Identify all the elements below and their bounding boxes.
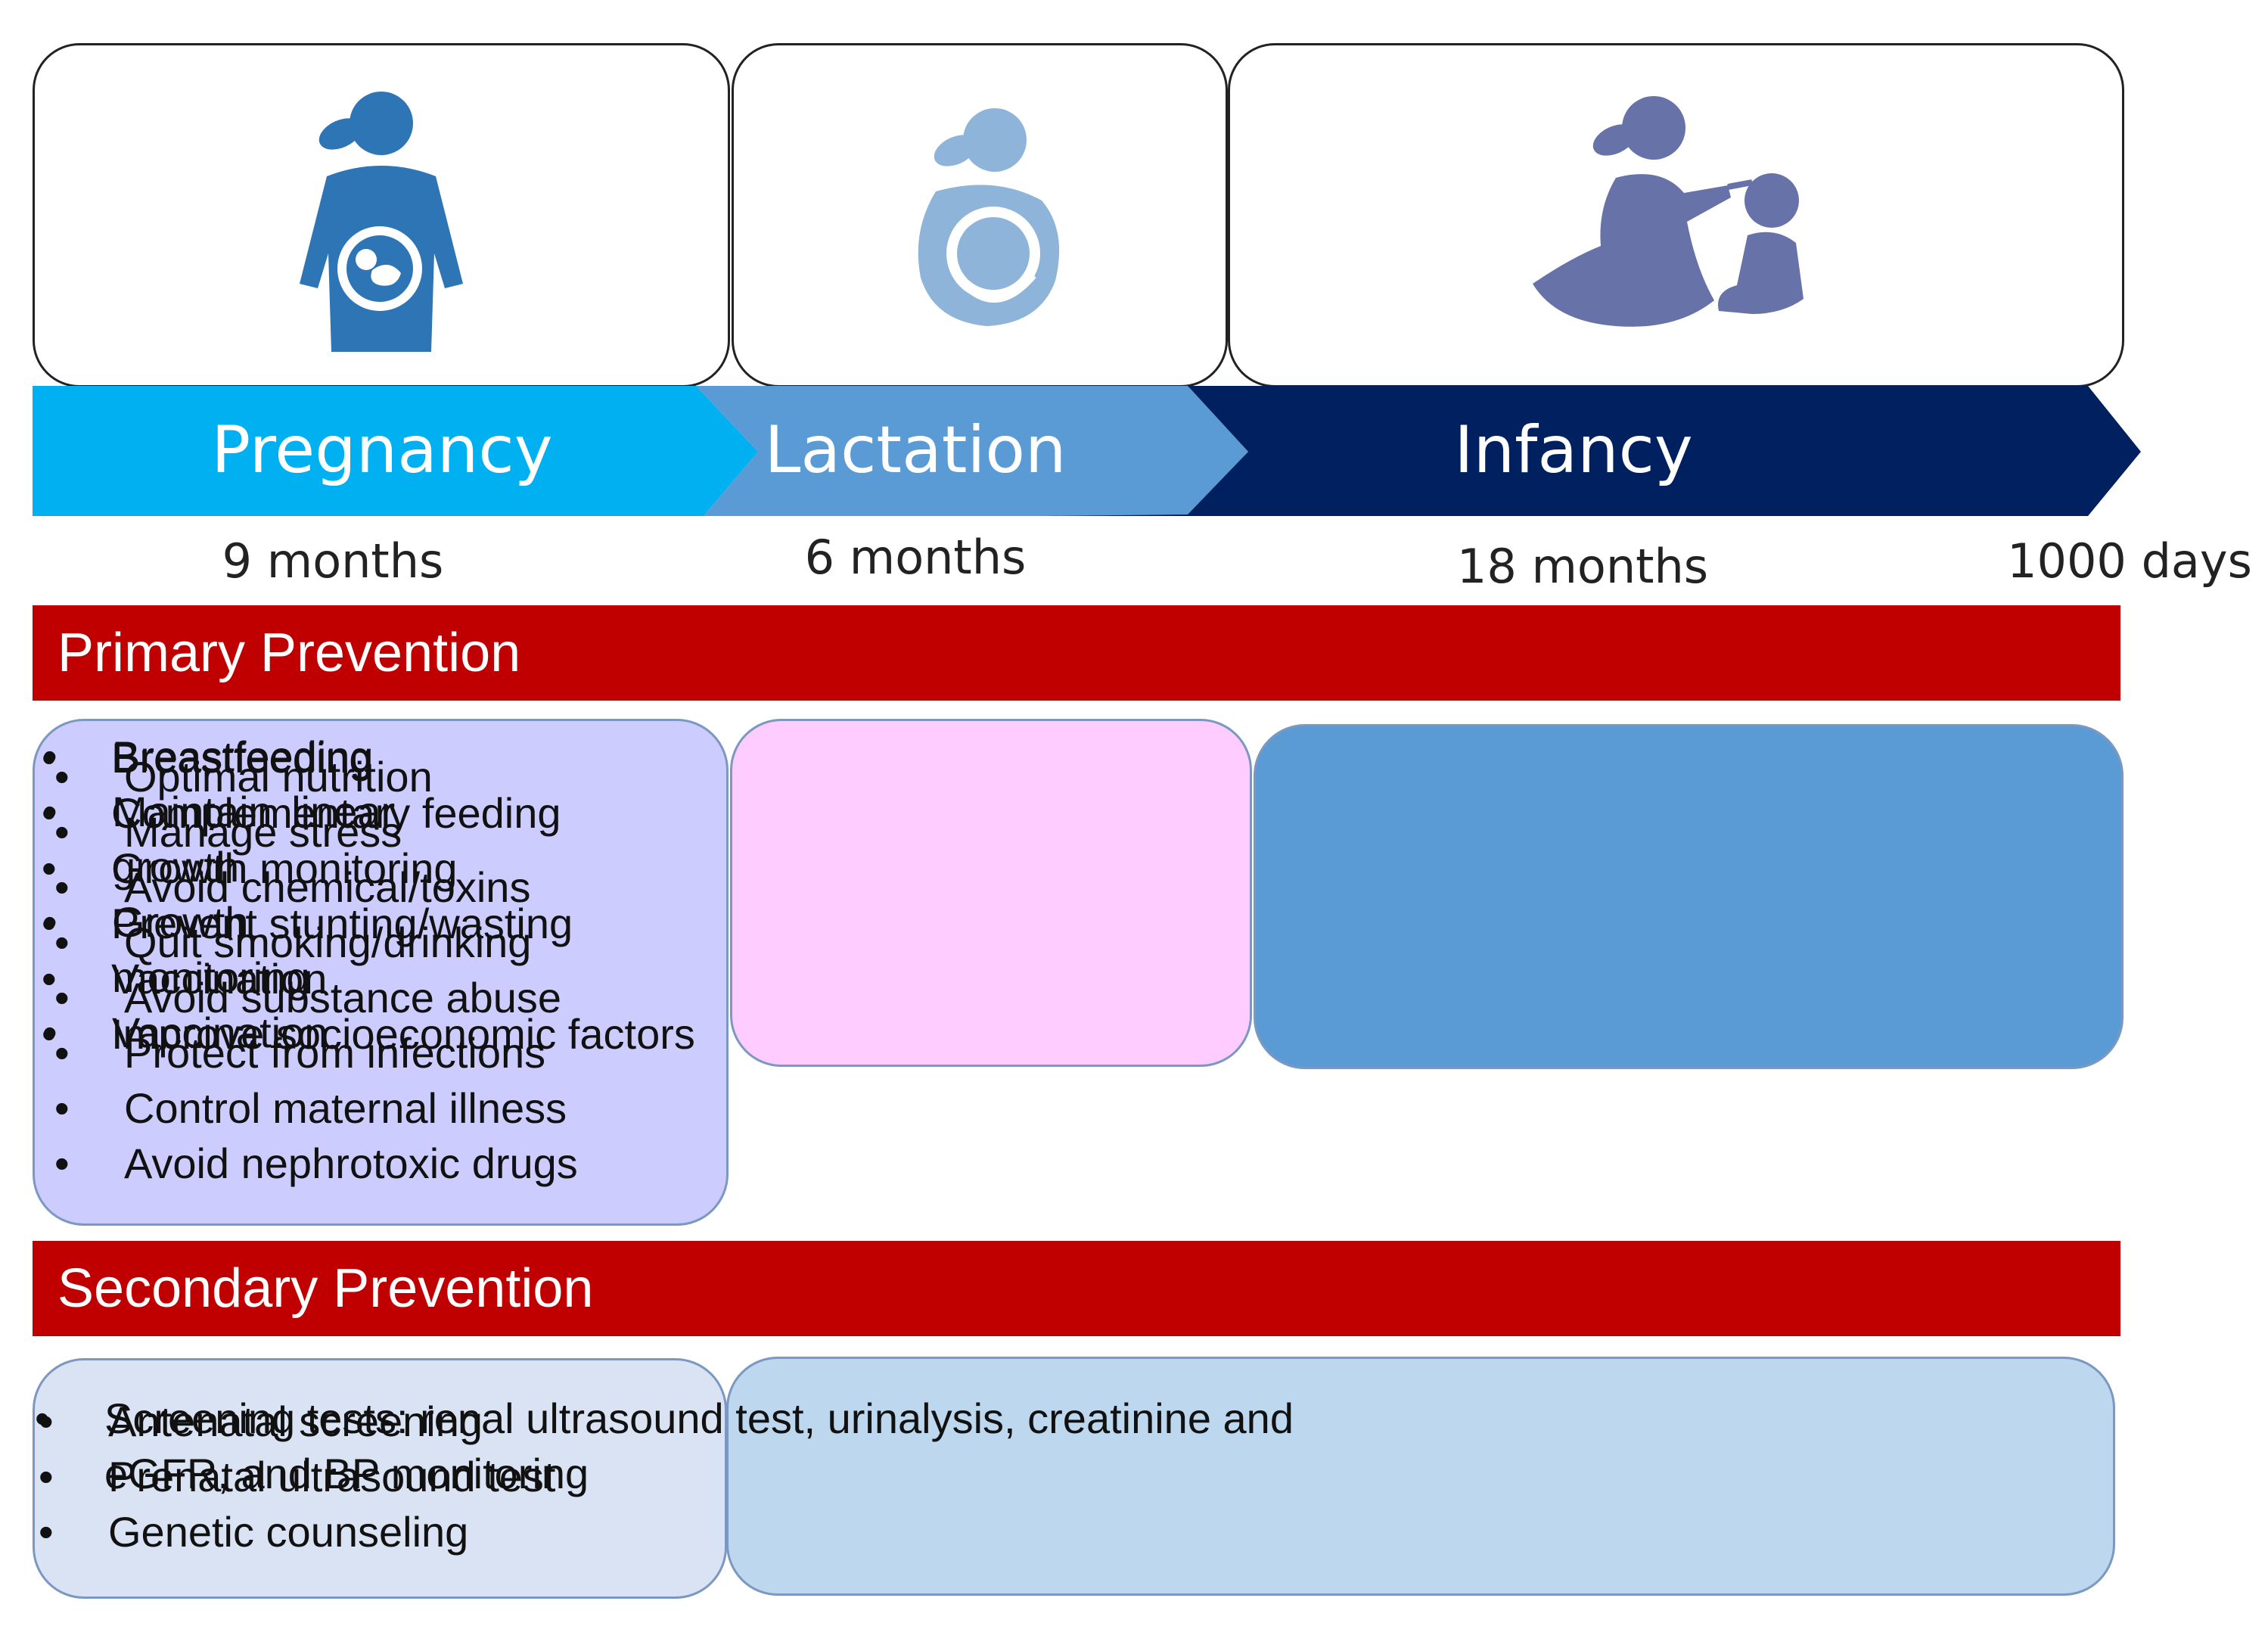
primary-prevention-title: Primary Prevention (57, 623, 521, 683)
stage-label-infancy: Infancy (1454, 412, 1693, 488)
duration-lactation: 6 months (804, 530, 1027, 585)
list-item: Prevent stunting/wasting (42, 896, 695, 951)
duration-total: 1000 days (2007, 533, 2252, 589)
pregnant-woman-icon (300, 91, 463, 352)
stage-label-pregnancy: Pregnancy (211, 412, 553, 488)
secondary-postnatal-panel: Screening tests: renal ultrasound test, … (35, 1357, 2115, 1596)
primary-lactation-panel: Breastfeeding Maintain linear growth Gro… (42, 719, 1252, 1067)
secondary-postnatal-list: Screening tests: renal ultrasound test, … (35, 1391, 1360, 1501)
infancy-icon-box (1228, 43, 2124, 387)
duration-infancy: 18 months (1456, 539, 1709, 594)
list-item: Genetic counseling (39, 1504, 555, 1559)
breastfeeding-icon (918, 107, 1060, 326)
infancy-arrow (1044, 386, 2141, 516)
list-item: Avoid nephrotoxic drugs (54, 1136, 578, 1191)
secondary-prevention-band: Secondary Prevention (33, 1241, 2120, 1336)
lactation-icon-box (732, 43, 1228, 387)
primary-infancy-list: Breastfeeding Complementary feeding Grow… (42, 730, 695, 1062)
primary-infancy-panel: Breastfeeding Complementary feeding Grow… (42, 724, 2124, 1069)
list-item: Control maternal illness (54, 1080, 578, 1136)
list-item: Improve socioeconomic factors (42, 1006, 695, 1062)
pregnancy-icon-box (33, 43, 730, 387)
lactation-arrow (696, 386, 1248, 516)
secondary-prevention-title: Secondary Prevention (57, 1258, 594, 1319)
list-item: Growth monitoring (42, 841, 695, 896)
timeline-arrows (33, 386, 2141, 516)
list-item: Breastfeeding (42, 730, 695, 785)
primary-prevention-band: Primary Prevention (33, 605, 2120, 701)
list-item: Screening tests: renal ultrasound test, … (35, 1391, 1360, 1501)
duration-pregnancy: 9 months (222, 533, 444, 589)
mother-feeding-child-icon (1532, 95, 1804, 327)
pregnancy-arrow (33, 386, 758, 516)
stage-label-lactation: Lactation (764, 412, 1067, 488)
list-item: Vaccination (42, 951, 695, 1006)
list-item: Complementary feeding (42, 785, 695, 841)
